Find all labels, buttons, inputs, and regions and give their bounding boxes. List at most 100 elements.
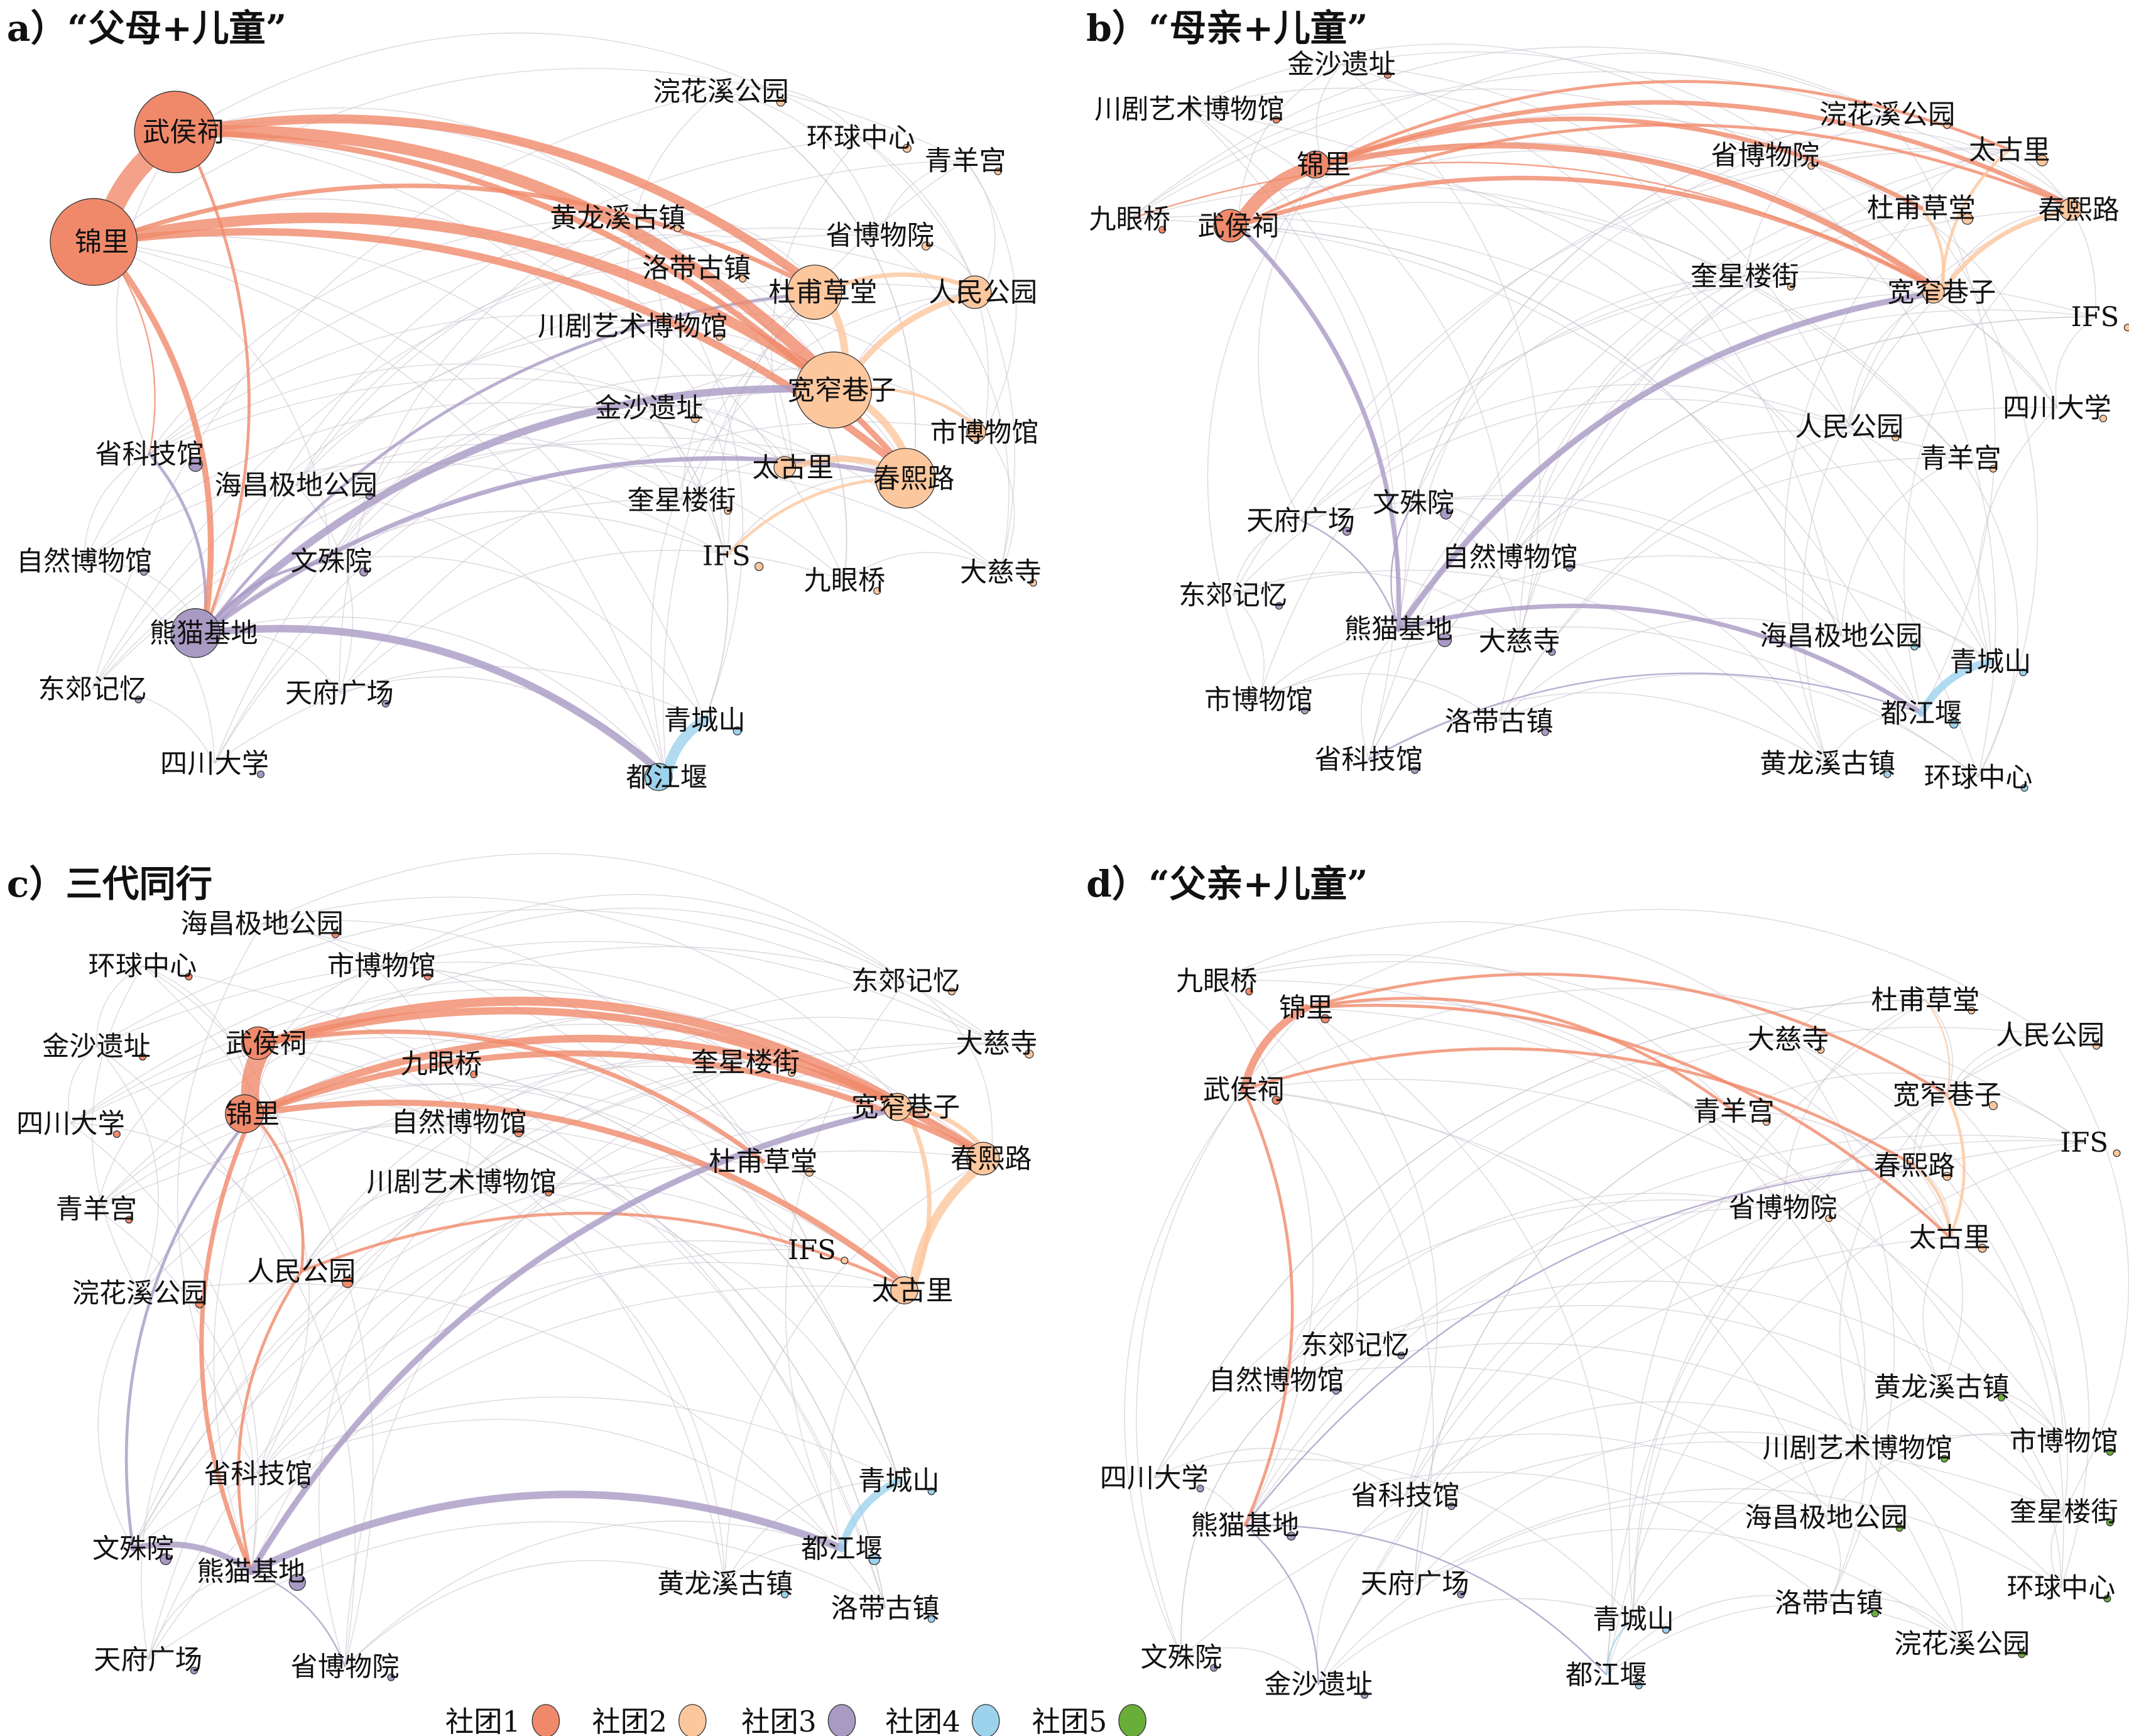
node-黄龙溪古镇: 黄龙溪古镇 [550,202,685,234]
weighted-links [91,114,986,783]
node-label: 黄龙溪古镇 [1760,748,1895,780]
node-太古里: 太古里 [872,1275,954,1307]
background-link [618,212,824,293]
background-link [1405,1165,1915,1496]
node-circle [776,97,785,107]
background-link [84,461,727,562]
node-circle [873,587,881,595]
background-link [344,1560,726,1667]
node-label: 杜甫草堂 [1871,985,1979,1016]
node-circle [1361,1691,1369,1699]
background-links [1124,909,2129,1685]
node-宽窄巷子: 宽窄巷子 [851,1092,960,1123]
background-link [318,1181,462,1667]
node-杜甫草堂: 杜甫草堂 [1867,193,1976,225]
link-青城山-都江堰 [1917,658,1995,718]
background-link [1941,1386,2062,1588]
node-人民公园: 人民公园 [1795,412,1903,443]
background-link [133,1396,900,1549]
background-link [1413,275,1745,503]
background-link [203,325,633,633]
background-link [97,1292,141,1549]
node-label: 四川大学 [2003,393,2111,424]
node-文殊院: 文殊院 [1373,488,1454,520]
node-label: 熊猫基地 [197,1556,305,1588]
background-link [96,1123,913,1291]
node-circle [1943,121,1951,129]
node-市博物馆: 市博物馆 [2010,1426,2118,1458]
background-link [1300,277,2096,521]
background-link [1306,1007,2064,1512]
node-label: 青羊宫 [925,146,1006,177]
background-link [1305,1007,1438,1496]
node-label: 人民公园 [928,277,1037,308]
node-金沙遗址: 金沙遗址 [42,1031,151,1062]
background-link [70,941,997,1124]
node-circle [1275,602,1283,610]
background-link [1216,980,1942,1387]
node-label: 武侯祠 [1203,1074,1285,1106]
background-link [1354,1304,2064,1512]
node-circle [195,1299,204,1309]
link-文殊院-锦里 [124,1112,254,1550]
node-label: 浣花溪公园 [72,1278,208,1309]
link-熊猫基地-春熙路 [1244,1164,1915,1526]
node-武侯祠: 武侯祠 [1197,209,1279,243]
background-link [70,1123,302,1272]
background-link [1305,1007,1613,1675]
node-circle [1941,1455,1949,1463]
background-link [2050,1511,2064,1588]
background-link [1232,398,1849,596]
background-link [1941,1385,2064,1442]
node-九眼桥: 九眼桥 [1176,966,1258,997]
node-青羊宫: 青羊宫 [1693,1096,1775,1128]
node-青羊宫: 青羊宫 [1920,443,2001,474]
node-自然博物馆: 自然博物馆 [1209,1365,1344,1396]
node-label: 海昌极地公园 [180,909,343,940]
node-circle [1762,1118,1770,1126]
node-circle [2036,155,2048,167]
background-link [1180,1344,1356,1657]
node-label: 川剧艺术博物馆 [538,311,728,342]
background-link [440,1063,471,1182]
background-link [251,1042,997,1572]
node-杜甫草堂: 杜甫草堂 [1871,985,1979,1016]
node-circle [1301,706,1309,714]
node-circle [300,1480,308,1488]
node-label: 都江堰 [801,1533,883,1564]
link-锦里-太古里 [1322,80,2012,167]
background-link [96,909,997,1047]
node-label: 洛带古镇 [831,1593,940,1625]
node-circle [1437,632,1452,647]
node-label: 青羊宫 [1693,1096,1775,1128]
background-link [1153,1199,1783,1478]
node-circle [256,770,265,778]
node-人民公园: 人民公园 [1996,1020,2104,1051]
background-link [785,980,907,1549]
node-circle [883,1093,912,1122]
node-label: 文殊院 [1373,488,1454,519]
background-link [879,160,966,236]
background-link [1324,164,1991,662]
node-环球中心: 环球中心 [1924,762,2033,794]
node-circle [387,1673,395,1681]
background-link [1787,993,1925,1040]
background-link [1318,1501,1827,1684]
panel-a-network: 武侯祠锦里浣花溪公园环球中心青羊宫黄龙溪古镇省博物院洛带古镇杜甫草堂人民公园川剧… [16,32,1042,794]
node-熊猫基地: 熊猫基地 [1191,1510,1300,1542]
node-circle [927,1487,935,1495]
node-label: 海昌极地公园 [1745,1502,1907,1534]
link-宽窄巷子-杜甫草堂 [1924,998,1951,1096]
link-锦里-熊猫基地 [99,239,214,636]
background-link [1130,218,1922,714]
background-link [1829,1597,1963,1644]
background-link [1414,1488,2062,1588]
node-label: 市博物馆 [2010,1426,2118,1458]
background-link [1413,494,1922,714]
background-link [1258,625,1520,701]
link-宽窄巷子-春熙路 [1939,207,2081,295]
legend: 社团1 社团2 社团3 社团4 社团5 [445,1704,1146,1736]
node-label: 杜甫草堂 [709,1146,817,1177]
panel-c-title: c）三代同行 [7,862,212,905]
background-link [214,389,842,764]
